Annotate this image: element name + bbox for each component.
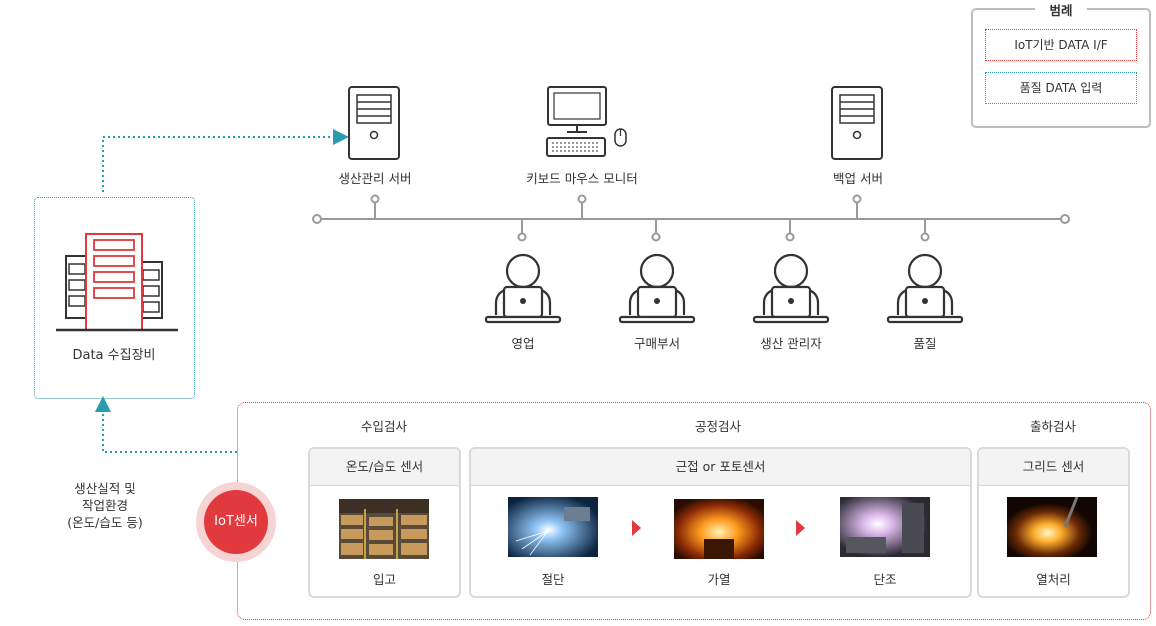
legend-item-iot: IoT기반 DATA I/F	[985, 29, 1137, 61]
computer-icon	[546, 86, 627, 157]
step-label-cutting: 절단	[541, 572, 565, 587]
arrow-icon	[632, 520, 641, 536]
user-laptop-icon	[618, 253, 696, 324]
side-note-line: (온도/습도 등)	[67, 515, 143, 530]
data-collector-box	[34, 197, 195, 399]
user-laptop-icon	[886, 253, 964, 324]
user-label-quality: 품질	[913, 336, 937, 351]
section-title-shipping: 출하검사	[1029, 419, 1076, 434]
building-icon	[56, 233, 178, 332]
section-title-process: 공정검사	[694, 419, 741, 434]
side-note-line: 생산실적 및	[74, 481, 136, 496]
sensor-label-proximity-photo: 근접 or 포토센서	[471, 449, 970, 486]
sensor-label-temp-humidity: 온도/습도 센서	[310, 449, 459, 486]
arrow-icon	[796, 520, 805, 536]
server-icon	[831, 86, 883, 160]
forging-photo	[840, 497, 930, 557]
user-laptop-icon	[752, 253, 830, 324]
step-label-heating: 가열	[707, 572, 731, 587]
legend-title: 범례	[1035, 0, 1087, 19]
user-label-sales: 영업	[511, 336, 535, 351]
node-label-keyboard-mouse-monitor: 키보드 마우스 모니터	[526, 171, 638, 186]
network-bus	[312, 194, 1070, 242]
connector-iot-to-data	[95, 396, 237, 453]
cutting-photo	[508, 497, 598, 557]
user-label-purchasing: 구매부서	[633, 336, 680, 351]
warehouse-photo	[339, 499, 429, 559]
step-label-forging: 단조	[873, 572, 897, 587]
node-label-production-server: 생산관리 서버	[338, 171, 412, 186]
node-label-backup-server: 백업 서버	[833, 171, 883, 186]
server-icon	[348, 86, 400, 160]
heat-treatment-photo	[1007, 497, 1097, 557]
incoming-card: 온도/습도 센서	[308, 447, 461, 598]
connector-data-to-server	[102, 129, 349, 192]
data-collector-label: Data 수집장비	[72, 348, 156, 363]
section-title-incoming: 수입검사	[360, 419, 407, 434]
legend-item-quality: 품질 DATA 입력	[985, 72, 1137, 104]
legend-box	[971, 8, 1151, 128]
side-note: 생산실적 및 작업환경 (온도/습도 등)	[40, 480, 170, 531]
side-note-line: 작업환경	[81, 498, 128, 513]
heating-photo	[674, 499, 764, 559]
user-laptop-icon	[484, 253, 562, 324]
user-label-production-manager: 생산 관리자	[760, 336, 822, 351]
iot-sensor-badge: IoT센서	[204, 490, 268, 554]
step-label-receiving: 입고	[372, 572, 396, 587]
step-label-heat-treatment: 열처리	[1036, 572, 1071, 587]
sensor-label-grid: 그리드 센서	[979, 449, 1128, 486]
